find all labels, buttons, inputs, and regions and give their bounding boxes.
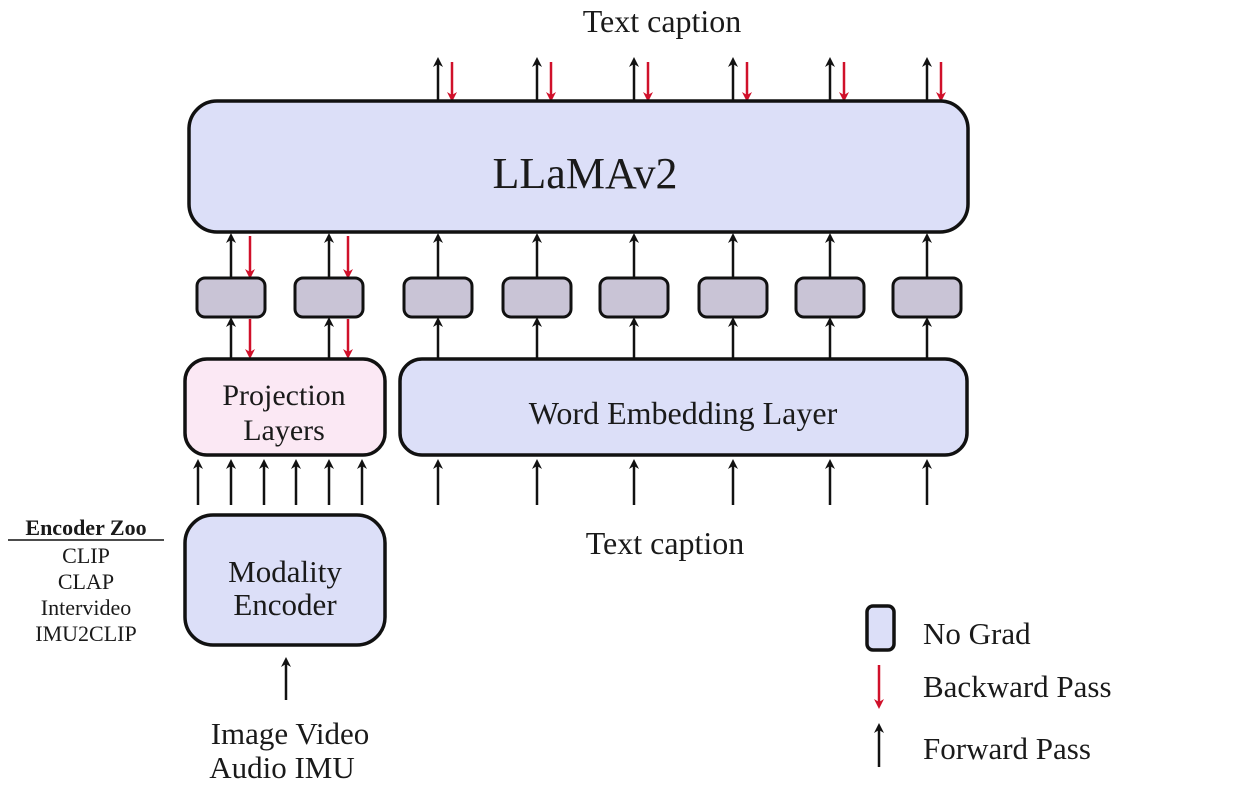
legend-no-grad-label: No Grad bbox=[923, 616, 1031, 651]
text-token-box bbox=[402, 276, 474, 319]
projection-label-line2: Layers bbox=[243, 414, 325, 447]
projection-box bbox=[183, 357, 387, 457]
top-text-caption: Text caption bbox=[583, 3, 742, 39]
text-token-box bbox=[794, 276, 866, 319]
modality-token-box bbox=[195, 276, 267, 319]
bottom-text-caption: Text caption bbox=[586, 525, 745, 561]
token-boxes bbox=[195, 276, 963, 319]
encoder-zoo-item: CLAP bbox=[58, 569, 114, 594]
text-token-box bbox=[891, 276, 963, 319]
modality-encoder-block: Modality Encoder bbox=[183, 513, 387, 647]
llm-box bbox=[187, 99, 970, 234]
word-embedding-block: Word Embedding Layer bbox=[398, 357, 969, 457]
legend-no-grad-swatch bbox=[865, 604, 896, 652]
encoder-zoo-item: CLIP bbox=[62, 543, 110, 568]
inputs-line1: Image Video bbox=[211, 716, 370, 751]
projection-label-line1: Projection bbox=[222, 379, 345, 412]
llm-label: LLaMAv2 bbox=[493, 149, 678, 198]
encoder-zoo-title: Encoder Zoo bbox=[25, 515, 146, 540]
legend: No Grad Backward Pass Forward Pass bbox=[865, 604, 1112, 767]
word-embedding-label: Word Embedding Layer bbox=[529, 395, 838, 431]
text-token-box bbox=[501, 276, 573, 319]
word-embedding-box bbox=[398, 357, 969, 457]
text-token-box bbox=[697, 276, 769, 319]
text-token-box bbox=[598, 276, 670, 319]
modality-token-box bbox=[293, 276, 365, 319]
arrows-group bbox=[193, 57, 946, 700]
encoder-zoo-item: Intervideo bbox=[41, 595, 131, 620]
encoder-label-line2: Encoder bbox=[233, 587, 337, 622]
llm-block: LLaMAv2 bbox=[187, 99, 970, 234]
legend-forward-label: Forward Pass bbox=[923, 731, 1091, 766]
encoder-zoo: Encoder Zoo CLIP CLAP Intervideo IMU2CLI… bbox=[8, 515, 164, 646]
modality-encoder-box bbox=[183, 513, 387, 647]
legend-backward-label: Backward Pass bbox=[923, 669, 1112, 704]
encoder-label-line1: Modality bbox=[228, 554, 342, 589]
encoder-zoo-item: IMU2CLIP bbox=[35, 621, 136, 646]
inputs-line2: Audio IMU bbox=[209, 750, 355, 785]
projection-block: Projection Layers bbox=[183, 357, 387, 457]
